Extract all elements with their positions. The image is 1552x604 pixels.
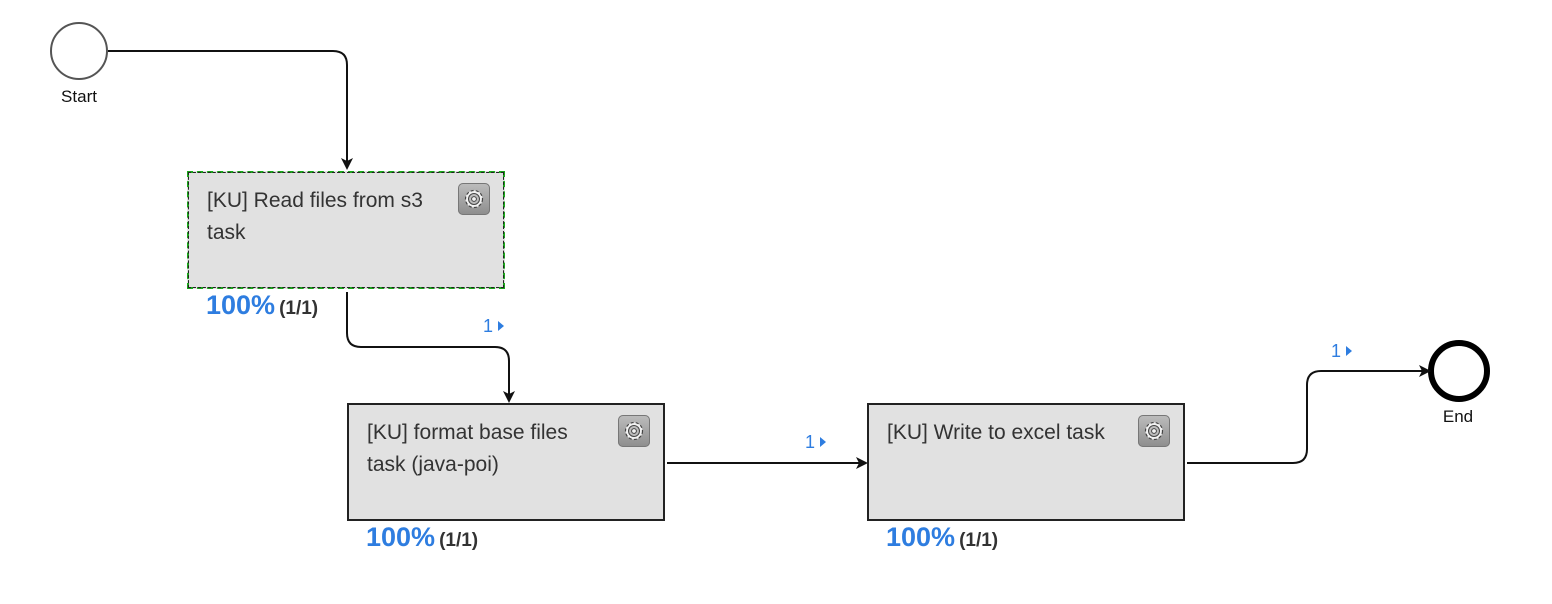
edge-start-to-read[interactable] xyxy=(108,50,353,170)
edge-write-to-end[interactable] xyxy=(1187,365,1431,464)
task-write-to-excel[interactable]: [KU] Write to excel task xyxy=(867,403,1185,521)
task-read-files-from-s3[interactable]: [KU] Read files from s3 task xyxy=(187,171,505,289)
task-name: [KU] Write to excel task xyxy=(887,421,1105,444)
start-label: Start xyxy=(61,87,97,106)
start-event[interactable] xyxy=(50,22,108,80)
flow-count-value: 1 xyxy=(483,316,494,336)
task-progress: 100%(1/1) xyxy=(206,290,318,321)
task-name: [KU] format base files task (java-poi) xyxy=(367,421,568,476)
progress-percent: 100% xyxy=(366,522,436,552)
flow-count-write-to-end: 1 xyxy=(1331,341,1353,362)
gear-icon[interactable] xyxy=(458,183,490,215)
flow-count-read-to-format: 1 xyxy=(483,316,505,337)
task-progress: 100%(1/1) xyxy=(366,522,478,553)
flow-count-value: 1 xyxy=(1331,341,1342,361)
progress-percent: 100% xyxy=(886,522,956,552)
flow-count-format-to-write: 1 xyxy=(805,432,827,453)
progress-count: (1/1) xyxy=(959,530,999,551)
flow-count-value: 1 xyxy=(805,432,816,452)
progress-count: (1/1) xyxy=(439,530,479,551)
gear-icon[interactable] xyxy=(618,415,650,447)
end-event[interactable] xyxy=(1428,340,1490,402)
task-name: [KU] Read files from s3 task xyxy=(207,189,423,244)
progress-count: (1/1) xyxy=(279,298,319,319)
end-label: End xyxy=(1442,407,1474,426)
play-icon xyxy=(1346,346,1353,356)
progress-percent: 100% xyxy=(206,290,276,320)
gear-icon[interactable] xyxy=(1138,415,1170,447)
task-format-base-files[interactable]: [KU] format base files task (java-poi) xyxy=(347,403,665,521)
edge-read-to-format[interactable] xyxy=(346,292,515,403)
task-progress: 100%(1/1) xyxy=(886,522,998,553)
play-icon xyxy=(498,321,505,331)
play-icon xyxy=(820,437,827,447)
